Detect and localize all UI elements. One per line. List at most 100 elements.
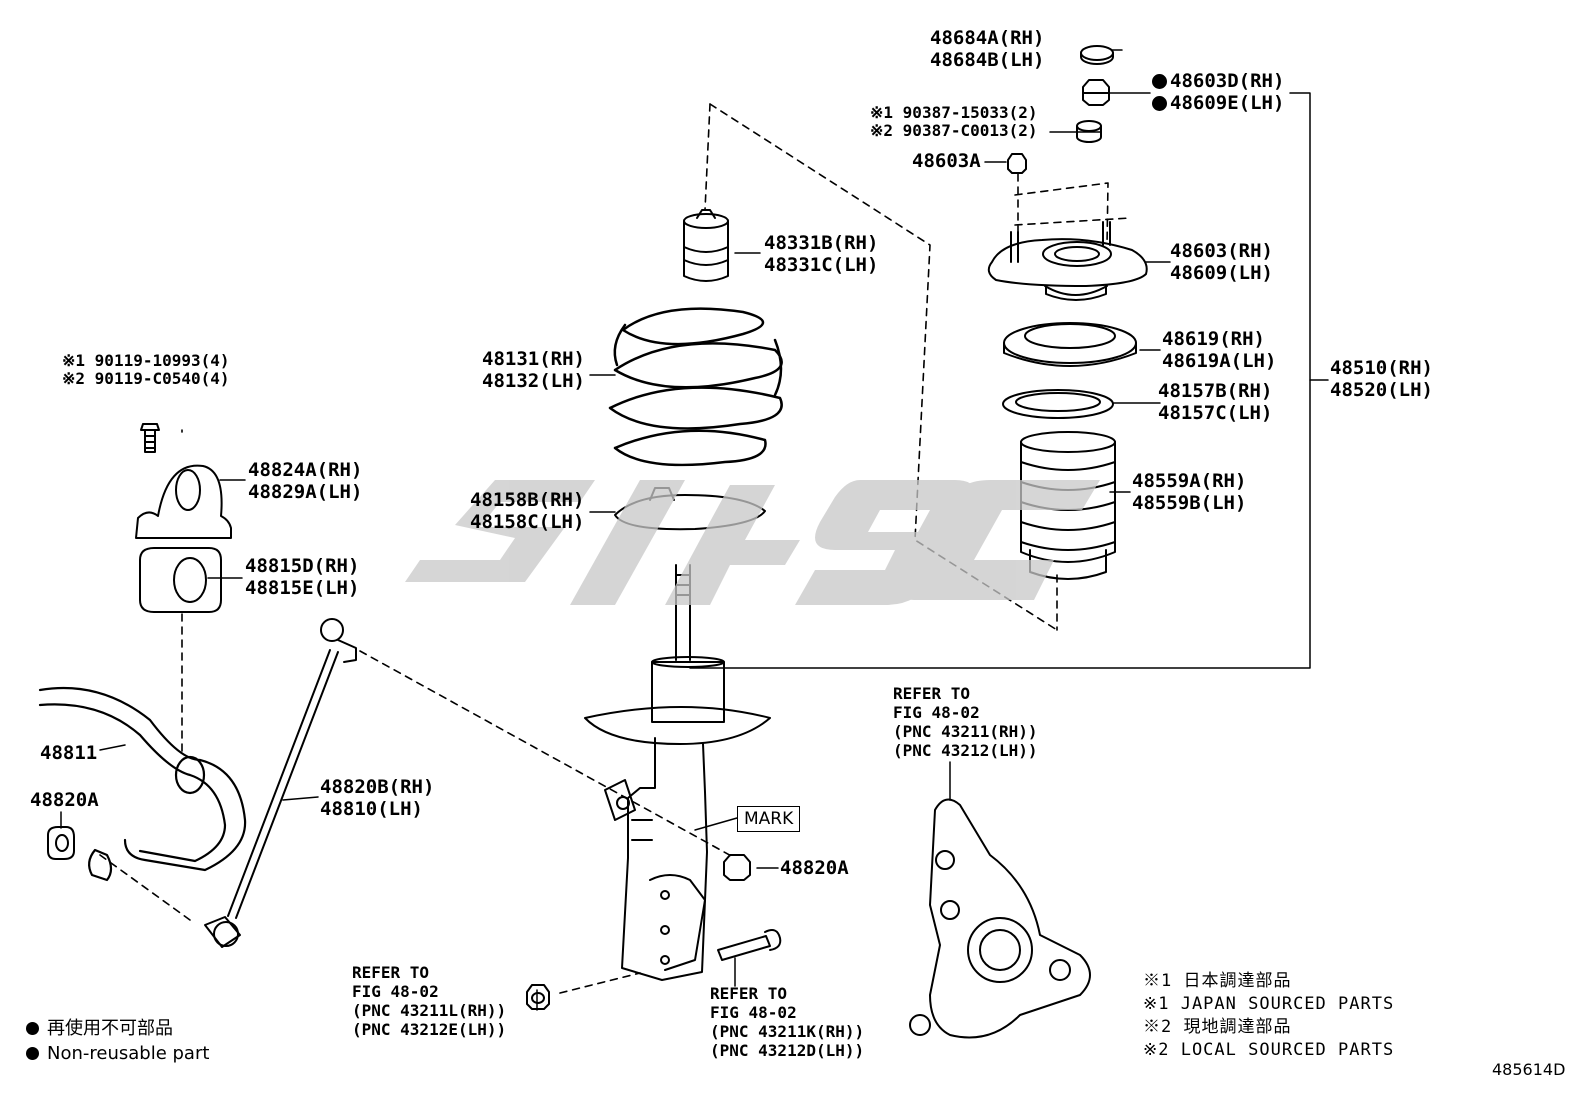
nut-lower (526, 984, 550, 1010)
note-nonreusable-jp-text: 再使用不可部品 (47, 1018, 173, 1039)
label-90387-c0013: ※2 90387-C0013(2) (870, 121, 1038, 140)
legend-line-4: ※2 LOCAL SOURCED PARTS (1143, 1040, 1395, 1060)
stabilizer-bar-48811 (38, 686, 247, 882)
refer-bolt-line1: REFER TO (710, 984, 788, 1003)
label-48559a-rh: 48559A(RH) (1132, 470, 1247, 492)
sourcing-legend: ※1 日本調達部品 ※1 JAPAN SOURCED PARTS ※2 現地調達… (1143, 970, 1394, 1062)
label-48603: 48603(RH) 48609(LH) (1170, 240, 1273, 284)
shock-absorber (584, 564, 771, 981)
label-48158c-lh: 48158C(LH) (470, 511, 585, 533)
label-48820a-right: 48820A (780, 857, 849, 879)
refer-knuckle-line4: (PNC 43212(LH)) (893, 741, 1038, 760)
label-48619a-lh: 48619A(LH) (1162, 350, 1277, 372)
label-48520-lh: 48520(LH) (1330, 379, 1433, 401)
refer-knuckle-line2: FIG 48-02 (893, 703, 980, 722)
label-90119-10993: ※1 90119-10993(4) (62, 351, 230, 370)
label-48684: 48684A(RH) 48684B(LH) (930, 27, 1044, 71)
label-48829a-lh: 48829A(LH) (248, 481, 363, 503)
refer-nut-line4: (PNC 43212E(LH)) (352, 1020, 507, 1039)
non-reusable-dot-icon (1152, 74, 1167, 89)
bushing-48820a-left (47, 826, 75, 860)
label-48510: 48510(RH) 48520(LH) (1330, 357, 1433, 401)
label-48331b-rh: 48331B(RH) (764, 232, 879, 254)
refer-knuckle-line3: (PNC 43211(RH)) (893, 722, 1038, 741)
label-48157c-lh: 48157C(LH) (1158, 402, 1273, 424)
label-48157: 48157B(RH) 48157C(LH) (1158, 380, 1272, 424)
bumper-48331 (683, 209, 729, 282)
label-48684-lh: 48684B(LH) (930, 49, 1045, 71)
label-48815e-lh: 48815E(LH) (245, 577, 360, 599)
refer-bolt: REFER TO FIG 48-02 (PNC 43211K(RH)) (PNC… (710, 984, 864, 1060)
label-90119: ※1 90119-10993(4) ※2 90119-C0540(4) (62, 352, 230, 388)
label-48510-rh: 48510(RH) (1330, 357, 1433, 379)
label-48820b-rh: 48820B(RH) (320, 776, 435, 798)
label-48811: 48811 (40, 742, 98, 764)
bolt-lower (717, 929, 782, 961)
legend-line-3: ※2 現地調達部品 (1143, 1017, 1292, 1037)
label-48609-lh: 48609(LH) (1170, 262, 1273, 284)
bolt-90119 (140, 423, 160, 453)
refer-nut: REFER TO FIG 48-02 (PNC 43211L(RH)) (PNC… (352, 963, 506, 1039)
label-48132-lh: 48132(LH) (482, 370, 585, 392)
label-48158: 48158B(RH) 48158C(LH) (470, 489, 584, 533)
label-48603d-rh: 48603D(RH) (1170, 70, 1285, 92)
label-48810-lh: 48810(LH) (320, 798, 423, 820)
nut-48603d (1082, 79, 1110, 106)
label-48609e-lh: 48609E(LH) (1170, 92, 1285, 114)
bushing-90387 (1076, 120, 1102, 143)
legend-line-1: ※1 日本調達部品 (1143, 971, 1292, 991)
label-48820b: 48820B(RH) 48810(LH) (320, 776, 434, 820)
note-nonreusable-en-text: Non-reusable part (47, 1043, 210, 1064)
refer-nut-line3: (PNC 43211L(RH)) (352, 1001, 507, 1020)
refer-nut-line1: REFER TO (352, 963, 430, 982)
refer-nut-line2: FIG 48-02 (352, 982, 439, 1001)
bracket-48824 (135, 464, 232, 539)
label-48603a: 48603A (912, 150, 981, 172)
refer-bolt-line2: FIG 48-02 (710, 1003, 797, 1022)
upper-support-48603 (987, 221, 1148, 301)
label-48820a-left: 48820A (30, 789, 99, 811)
coil-spring-48131 (608, 307, 783, 467)
refer-knuckle-line1: REFER TO (893, 684, 971, 703)
note-nonreusable-jp: 再使用不可部品 (26, 1016, 173, 1041)
steering-knuckle (909, 798, 1091, 1039)
nut-48603a (1007, 153, 1027, 174)
label-48603-rh: 48603(RH) (1170, 240, 1273, 262)
refer-bolt-line4: (PNC 43212D(LH)) (710, 1041, 865, 1060)
label-48619: 48619(RH) 48619A(LH) (1162, 328, 1276, 372)
label-48603d: 48603D(RH) 48609E(LH) (1152, 70, 1284, 114)
label-48158b-rh: 48158B(RH) (470, 489, 585, 511)
label-48619-rh: 48619(RH) (1162, 328, 1265, 350)
legend-line-2: ※1 JAPAN SOURCED PARTS (1143, 994, 1395, 1014)
label-90387-15033: ※1 90387-15033(2) (870, 103, 1038, 122)
cap-48684 (1080, 45, 1114, 65)
label-48815: 48815D(RH) 48815E(LH) (245, 555, 359, 599)
link-48820b (204, 618, 357, 948)
note-nonreusable-en: Non-reusable part (26, 1041, 209, 1066)
label-48331: 48331B(RH) 48331C(LH) (764, 232, 878, 276)
label-48684-rh: 48684A(RH) (930, 27, 1045, 49)
mark-label: MARK (737, 806, 801, 832)
label-48157b-rh: 48157B(RH) (1158, 380, 1273, 402)
label-48815d-rh: 48815D(RH) (245, 555, 360, 577)
label-48559b-lh: 48559B(LH) (1132, 492, 1247, 514)
label-48559: 48559A(RH) 48559B(LH) (1132, 470, 1246, 514)
non-reusable-dot-icon (26, 1047, 39, 1060)
insulator-48157 (1002, 389, 1114, 419)
label-48824a-rh: 48824A(RH) (248, 459, 363, 481)
label-90119-c0540: ※2 90119-C0540(4) (62, 369, 230, 388)
non-reusable-dot-icon (26, 1022, 39, 1035)
refer-bolt-line3: (PNC 43211K(RH)) (710, 1022, 865, 1041)
label-48131-rh: 48131(RH) (482, 348, 585, 370)
refer-knuckle: REFER TO FIG 48-02 (PNC 43211(RH)) (PNC … (893, 684, 1038, 760)
bushing-48815 (139, 547, 222, 613)
spring-seat-48619 (1003, 322, 1137, 367)
leader-lines (60, 49, 1329, 1011)
figure-id: 485614D (1492, 1060, 1566, 1079)
watermark (405, 480, 1100, 605)
label-48131: 48131(RH) 48132(LH) (482, 348, 585, 392)
label-48331c-lh: 48331C(LH) (764, 254, 879, 276)
label-90387: ※1 90387-15033(2) ※2 90387-C0013(2) (870, 104, 1038, 140)
non-reusable-dot-icon (1152, 96, 1167, 111)
